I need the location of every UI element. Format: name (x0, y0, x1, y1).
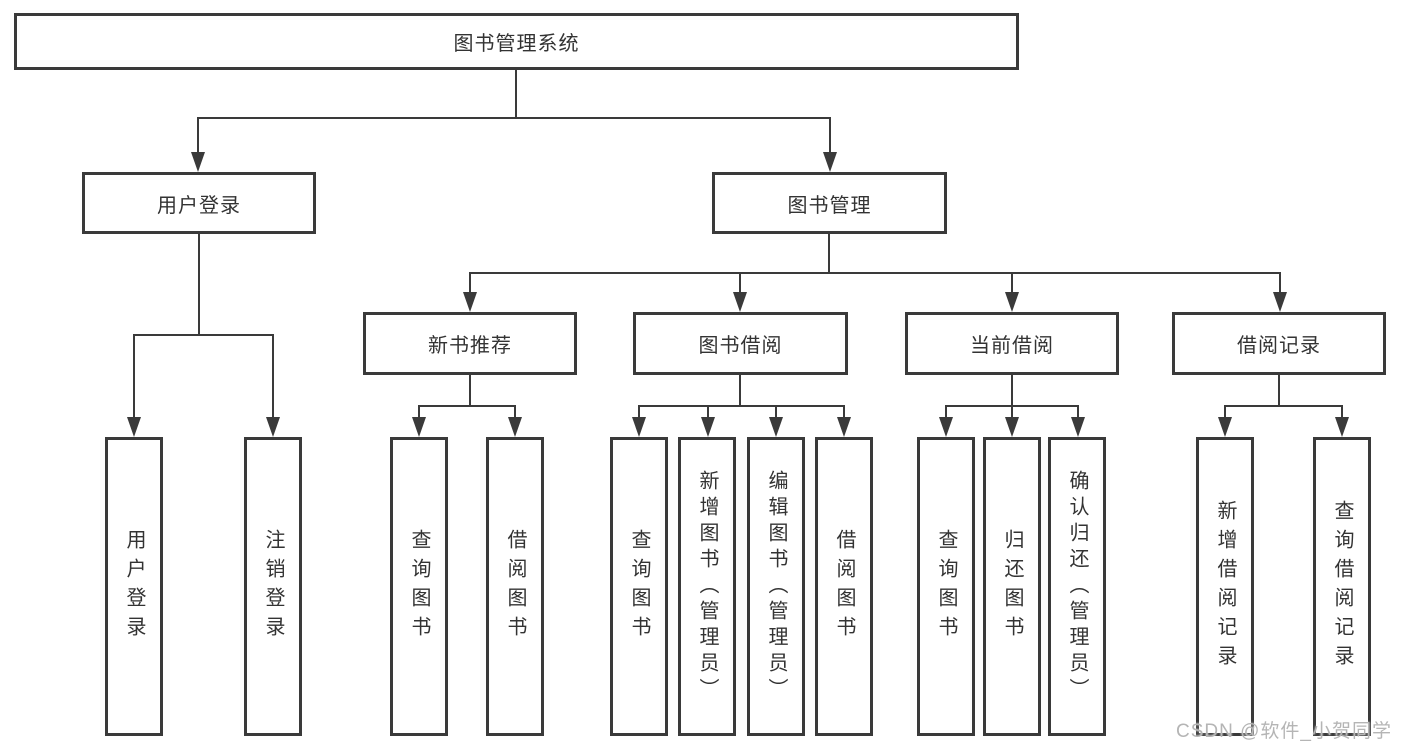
connector-stem (1011, 375, 1013, 406)
arrowhead-down (1005, 417, 1019, 437)
arrowhead-down (733, 292, 747, 312)
arrowhead-down (701, 417, 715, 437)
connector-stem (739, 272, 741, 293)
connector-stem (1279, 272, 1281, 293)
leaf-borrow-books: 借阅图书 (486, 437, 544, 736)
connector-stem (469, 272, 471, 293)
connector-stem (133, 334, 135, 418)
node-borrow-record: 借阅记录 (1172, 312, 1386, 375)
node-root-library-system: 图书管理系统 (14, 13, 1019, 70)
connector-stem (1077, 405, 1079, 418)
connector-stem (829, 117, 831, 153)
leaf-return-books: 归还图书 (983, 437, 1041, 736)
arrowhead-down (939, 417, 953, 437)
arrowhead-down (127, 417, 141, 437)
connector-stem (945, 405, 947, 418)
connector-split (418, 405, 516, 407)
arrowhead-down (632, 417, 646, 437)
connector-stem (418, 405, 420, 418)
connector-stem (638, 405, 640, 418)
node-new-book-recommend: 新书推荐 (363, 312, 577, 375)
connector-stem (514, 405, 516, 418)
connector-stem (272, 334, 274, 418)
node-book-management: 图书管理 (712, 172, 947, 234)
connector-stem (1278, 375, 1280, 406)
arrowhead-down (463, 292, 477, 312)
arrowhead-down (1005, 292, 1019, 312)
arrowhead-down (823, 152, 837, 172)
arrowhead-down (266, 417, 280, 437)
connector-stem (707, 405, 709, 418)
leaf-borrow-books: 借阅图书 (815, 437, 873, 736)
connector-stem (197, 117, 199, 153)
connector-level2-split (197, 117, 831, 119)
arrowhead-down (1335, 417, 1349, 437)
leaf-confirm-return-admin: 确认归还（管理员） (1048, 437, 1106, 736)
leaf-query-books: 查询图书 (390, 437, 448, 736)
arrowhead-down (837, 417, 851, 437)
arrowhead-down (1273, 292, 1287, 312)
node-user-login: 用户登录 (82, 172, 316, 234)
connector-stem (1011, 272, 1013, 293)
arrowhead-down (191, 152, 205, 172)
leaf-add-borrow-record: 新增借阅记录 (1196, 437, 1254, 736)
connector-stem (775, 405, 777, 418)
connector-stem (469, 375, 471, 406)
leaf-query-books: 查询图书 (610, 437, 668, 736)
connector-stem (1341, 405, 1343, 418)
node-current-borrow: 当前借阅 (905, 312, 1119, 375)
connector-stem (1224, 405, 1226, 418)
connector-stem (739, 375, 741, 406)
leaf-edit-book-admin: 编辑图书（管理员） (747, 437, 805, 736)
connector-user-login-stem (198, 234, 200, 335)
connector-split (638, 405, 845, 407)
connector-book-mgmt-stem (828, 234, 830, 274)
csdn-watermark: CSDN @软件_小贺同学 (1176, 721, 1392, 742)
connector-level3-split (469, 272, 1281, 274)
arrowhead-down (1218, 417, 1232, 437)
connector-root-stem (515, 70, 517, 118)
leaf-logout: 注销登录 (244, 437, 302, 736)
arrowhead-down (508, 417, 522, 437)
leaf-query-borrow-record: 查询借阅记录 (1313, 437, 1371, 736)
connector-split (1224, 405, 1343, 407)
leaf-query-books: 查询图书 (917, 437, 975, 736)
arrowhead-down (769, 417, 783, 437)
leaf-add-book-admin: 新增图书（管理员） (678, 437, 736, 736)
node-book-borrow: 图书借阅 (633, 312, 848, 375)
connector-stem (1011, 405, 1013, 418)
connector-user-login-split (133, 334, 274, 336)
leaf-user-login: 用户登录 (105, 437, 163, 736)
connector-stem (843, 405, 845, 418)
arrowhead-down (412, 417, 426, 437)
arrowhead-down (1071, 417, 1085, 437)
